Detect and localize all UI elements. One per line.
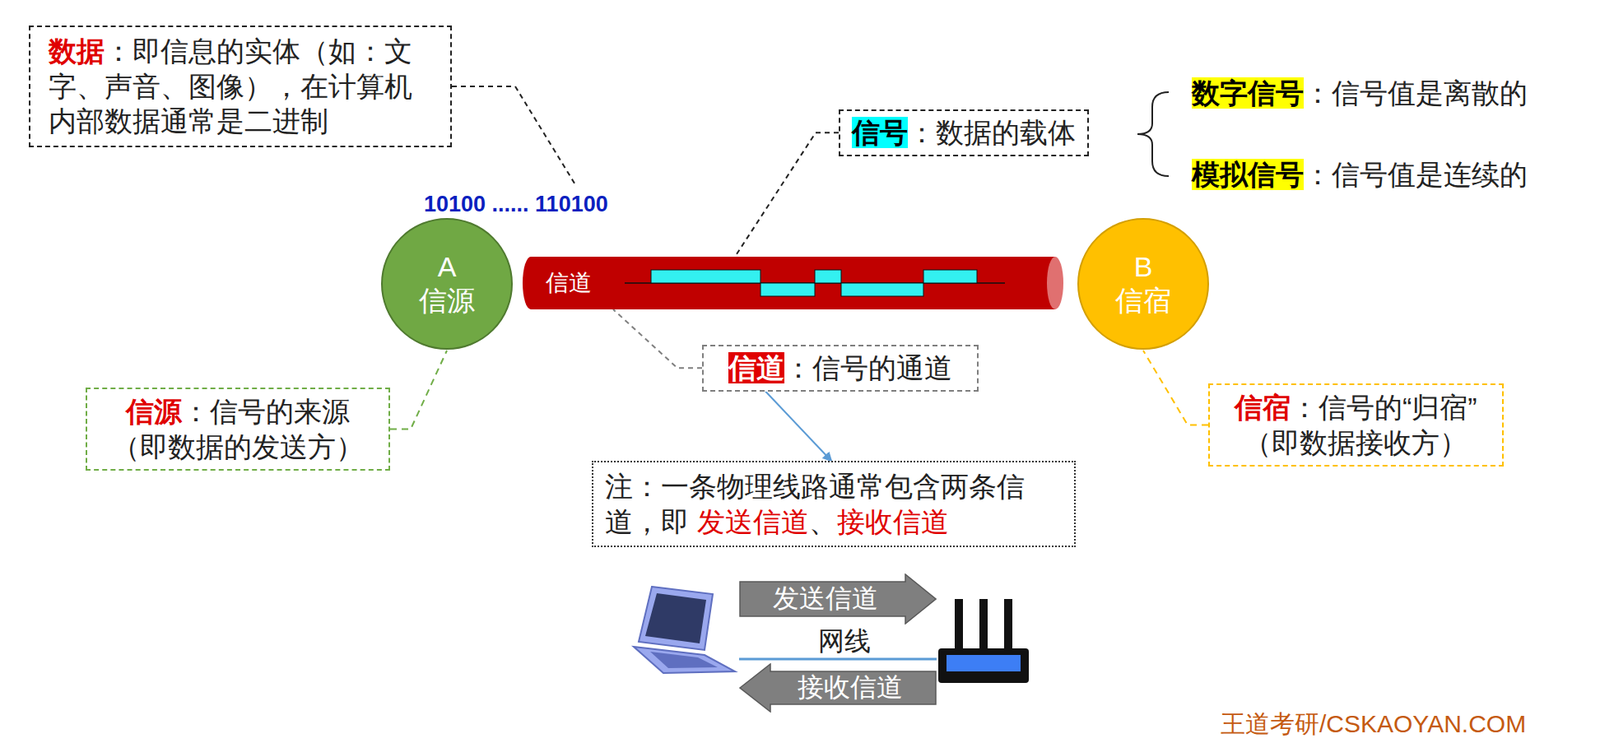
text-line: 接收信道 [797,673,903,703]
circle-shape [381,218,512,349]
text-line: 信宿：信号的“归宿” [1234,390,1478,426]
circle-outline [1076,217,1210,351]
cable-line [739,658,937,661]
arrow-shape [739,574,936,624]
signal-pulse [923,269,977,284]
connector [613,309,703,368]
sink-circle: B信宿 [1076,217,1210,351]
text-line: 信宿 [1115,283,1172,318]
definition-box: 信道：信号的通道 [702,344,979,392]
node-text: 发送信道 [772,583,879,614]
signal-pulse [814,269,842,284]
laptop-icon [633,586,735,674]
note-box: 注：一条物理线路通常包含两条信道，即发送信道、接收信道 [591,460,1076,548]
connector [390,350,447,430]
text-line: 发送信道 [772,584,879,614]
circle-shape [1078,218,1209,349]
signal-pulse [841,283,924,297]
pipe-end [522,256,540,310]
pipe-outline [522,256,1064,310]
label-text: ：信号值是连续的 [1303,158,1528,191]
label-text: 王道考研/CSKAOYAN.COM [1220,710,1526,738]
label-group: 网线 [818,627,871,656]
definition-box: 信宿：信号的“归宿”（即数据接收方） [1208,383,1504,467]
definition-box: 信号：数据的载体 [838,109,1089,157]
router-icon [938,599,1029,684]
node-text: 数据 [48,35,105,67]
label-group: 10100 ...... 110100 [423,190,609,218]
node-text: ：信号的来源 [181,395,350,428]
node-text: （即数据接收方） [1243,427,1468,459]
text-line: 注：一条物理线路通常包含两条信道，即发送信道、接收信道 [604,469,1063,540]
node-text: 信宿 [1234,391,1291,424]
label-text: 10100 ...... 110100 [423,191,609,217]
brace [1137,92,1169,177]
text-line: （即数据接收方） [1234,425,1478,461]
label-text: ：信号值是离散的 [1303,77,1528,109]
node-text: 信道 [545,269,592,296]
text-line: 信号：数据的载体 [851,115,1076,151]
channel-arrow: 接收信道 [739,663,937,713]
label-text: 模拟信号 [1191,158,1304,191]
signal-pulse [651,269,761,284]
node-text: 发送信道 [697,506,810,538]
signal-pulse [760,283,815,297]
node-text: 信道 [728,352,785,384]
pipe-body [530,256,1056,310]
label-text: 数字信号 [1191,77,1304,109]
text-line: B [1134,250,1154,284]
node-text: 信源 [418,284,475,317]
node-text: 信源 [125,395,182,428]
pipe-end [1046,256,1064,310]
channel-pipe: 信道 [522,256,1064,310]
definition-box: 信源：信号的来源（即数据的发送方） [85,387,391,471]
label-group: 模拟信号：信号值是连续的 [1191,158,1528,192]
node-text: 信号 [851,116,908,149]
node-text: 、 [809,506,838,538]
node-text: 信宿 [1115,284,1172,317]
label-group: 数字信号：信号值是离散的 [1191,76,1528,111]
node-text: ：数据的载体 [907,116,1076,149]
circle-outline [380,217,514,351]
node-text: B [1134,251,1154,283]
definition-box: 数据：即信息的实体（如：文字、声音、图像），在计算机内部数据通常是二进制 [28,25,452,148]
label-group: 王道考研/CSKAOYAN.COM [1220,709,1526,740]
text-line: 数据：即信息的实体（如：文字、声音、图像），在计算机内部数据通常是二进制 [48,33,433,140]
node-text: （即数据的发送方） [111,431,364,463]
text-line: 信道 [545,270,592,297]
connector [1143,350,1209,426]
source-circle: A信源 [380,217,514,351]
channel-arrow: 发送信道 [739,573,937,625]
leader-line [451,86,577,187]
connector [734,132,839,257]
arrow-shape [739,664,936,712]
node-text: 接收信道 [837,506,949,538]
text-line: 信源：信号的来源 [111,394,364,430]
node-text: A [437,251,457,283]
text-line: 信源 [418,283,475,318]
label-text: 网线 [818,626,871,656]
text-line: 信道：信号的通道 [728,350,953,387]
connector [765,391,832,462]
node-text: ：信号的“归宿” [1290,391,1478,424]
node-text: ：信号的通道 [784,352,953,384]
text-line: （即数据的发送方） [111,429,364,466]
text-line: A [437,250,457,284]
node-text: 接收信道 [797,672,903,703]
